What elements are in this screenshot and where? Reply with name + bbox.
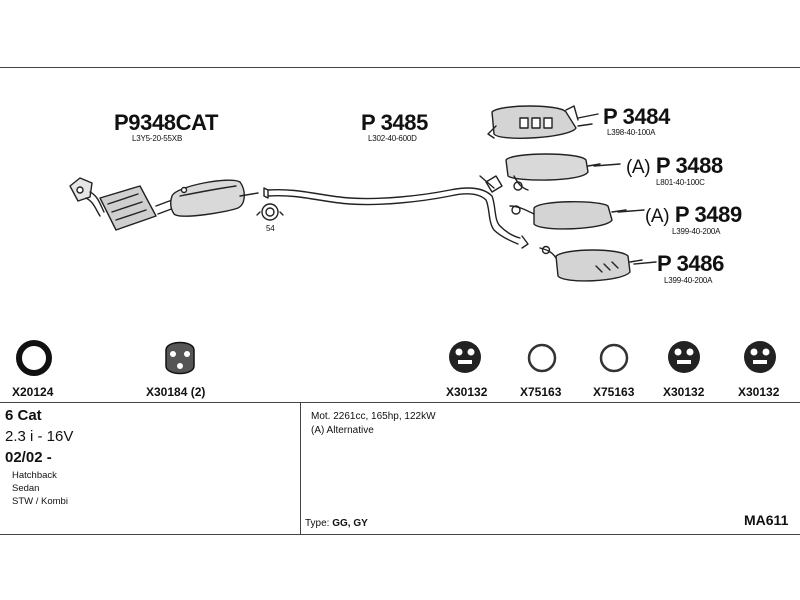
- part-number-rear-3488-value: P 3488: [655, 153, 723, 178]
- displacement-label: 2.3 i - 16V: [5, 428, 74, 445]
- gasket-54-drawing: [256, 203, 284, 221]
- oem-number-rear-3484: L398-40-100A: [607, 128, 656, 137]
- part-number-rear-3488: (A) P 3488: [626, 153, 723, 179]
- hardware-label: X75163: [520, 385, 562, 399]
- rubber-mount-icon-2: [668, 341, 700, 373]
- rear-3486-drawing: [539, 245, 643, 282]
- front-cat-drawing: [69, 177, 259, 231]
- part-number-rear-3489: (A) P 3489: [645, 202, 742, 228]
- part-number-rear-3486: P 3486: [657, 251, 724, 276]
- hardware-label: X30184 (2): [146, 385, 206, 399]
- oem-number-rear-3489: L399-40-200A: [672, 227, 721, 236]
- center-pipe-drawing: [263, 175, 521, 245]
- rubber-hanger-icon: [165, 341, 195, 375]
- hardware-label: X30132: [446, 385, 488, 399]
- hardware-label: X30132: [738, 385, 780, 399]
- hardware-icons: [16, 340, 776, 376]
- oem-number-front-cat: L3Y5-20-55XB: [132, 134, 183, 143]
- alternative-marker: (A): [645, 206, 670, 227]
- o-ring-icon-1: [527, 343, 557, 373]
- part-number-rear-3489-value: P 3489: [674, 202, 742, 227]
- type-label: Type:: [305, 518, 330, 529]
- body-type: STW / Kombi: [12, 496, 68, 507]
- alternative-note: (A) Alternative: [311, 425, 374, 436]
- diagram-code: MA611: [744, 512, 789, 528]
- o-ring-icon-2: [599, 343, 629, 373]
- type-info: Type: GG, GY: [305, 518, 368, 529]
- date-label: 02/02 -: [5, 449, 52, 466]
- body-type: Sedan: [12, 483, 40, 494]
- rear-3488-drawing: [505, 153, 601, 191]
- alternative-marker: (A): [626, 157, 651, 178]
- oem-number-center-pipe: L302-40-600D: [368, 134, 417, 143]
- hardware-label: X75163: [593, 385, 635, 399]
- diagram-frame: [0, 67, 800, 535]
- rear-3489-drawing: [509, 201, 627, 249]
- part-number-front-cat: P9348CAT: [114, 110, 218, 135]
- hardware-label: X30132: [663, 385, 705, 399]
- motor-info: Mot. 2261cc, 165hp, 122kW: [311, 411, 436, 422]
- type-value: GG, GY: [332, 518, 368, 529]
- gasket-label: 54: [266, 224, 275, 233]
- horizontal-divider: [0, 402, 800, 403]
- body-type: Hatchback: [12, 470, 57, 481]
- oem-number-rear-3486: L399-40-200A: [664, 276, 713, 285]
- rubber-mount-icon-3: [744, 341, 776, 373]
- ring-clamp-icon: [16, 340, 52, 376]
- engine-label: 6 Cat: [5, 407, 42, 424]
- oem-number-rear-3488: L801-40-100C: [656, 178, 705, 187]
- part-number-center-pipe: P 3485: [361, 110, 428, 135]
- part-number-rear-3484: P 3484: [603, 104, 670, 129]
- rubber-mount-icon-1: [449, 341, 481, 373]
- rear-3484-drawing: [487, 105, 593, 139]
- hardware-label: X20124: [12, 385, 54, 399]
- vertical-divider: [300, 402, 301, 535]
